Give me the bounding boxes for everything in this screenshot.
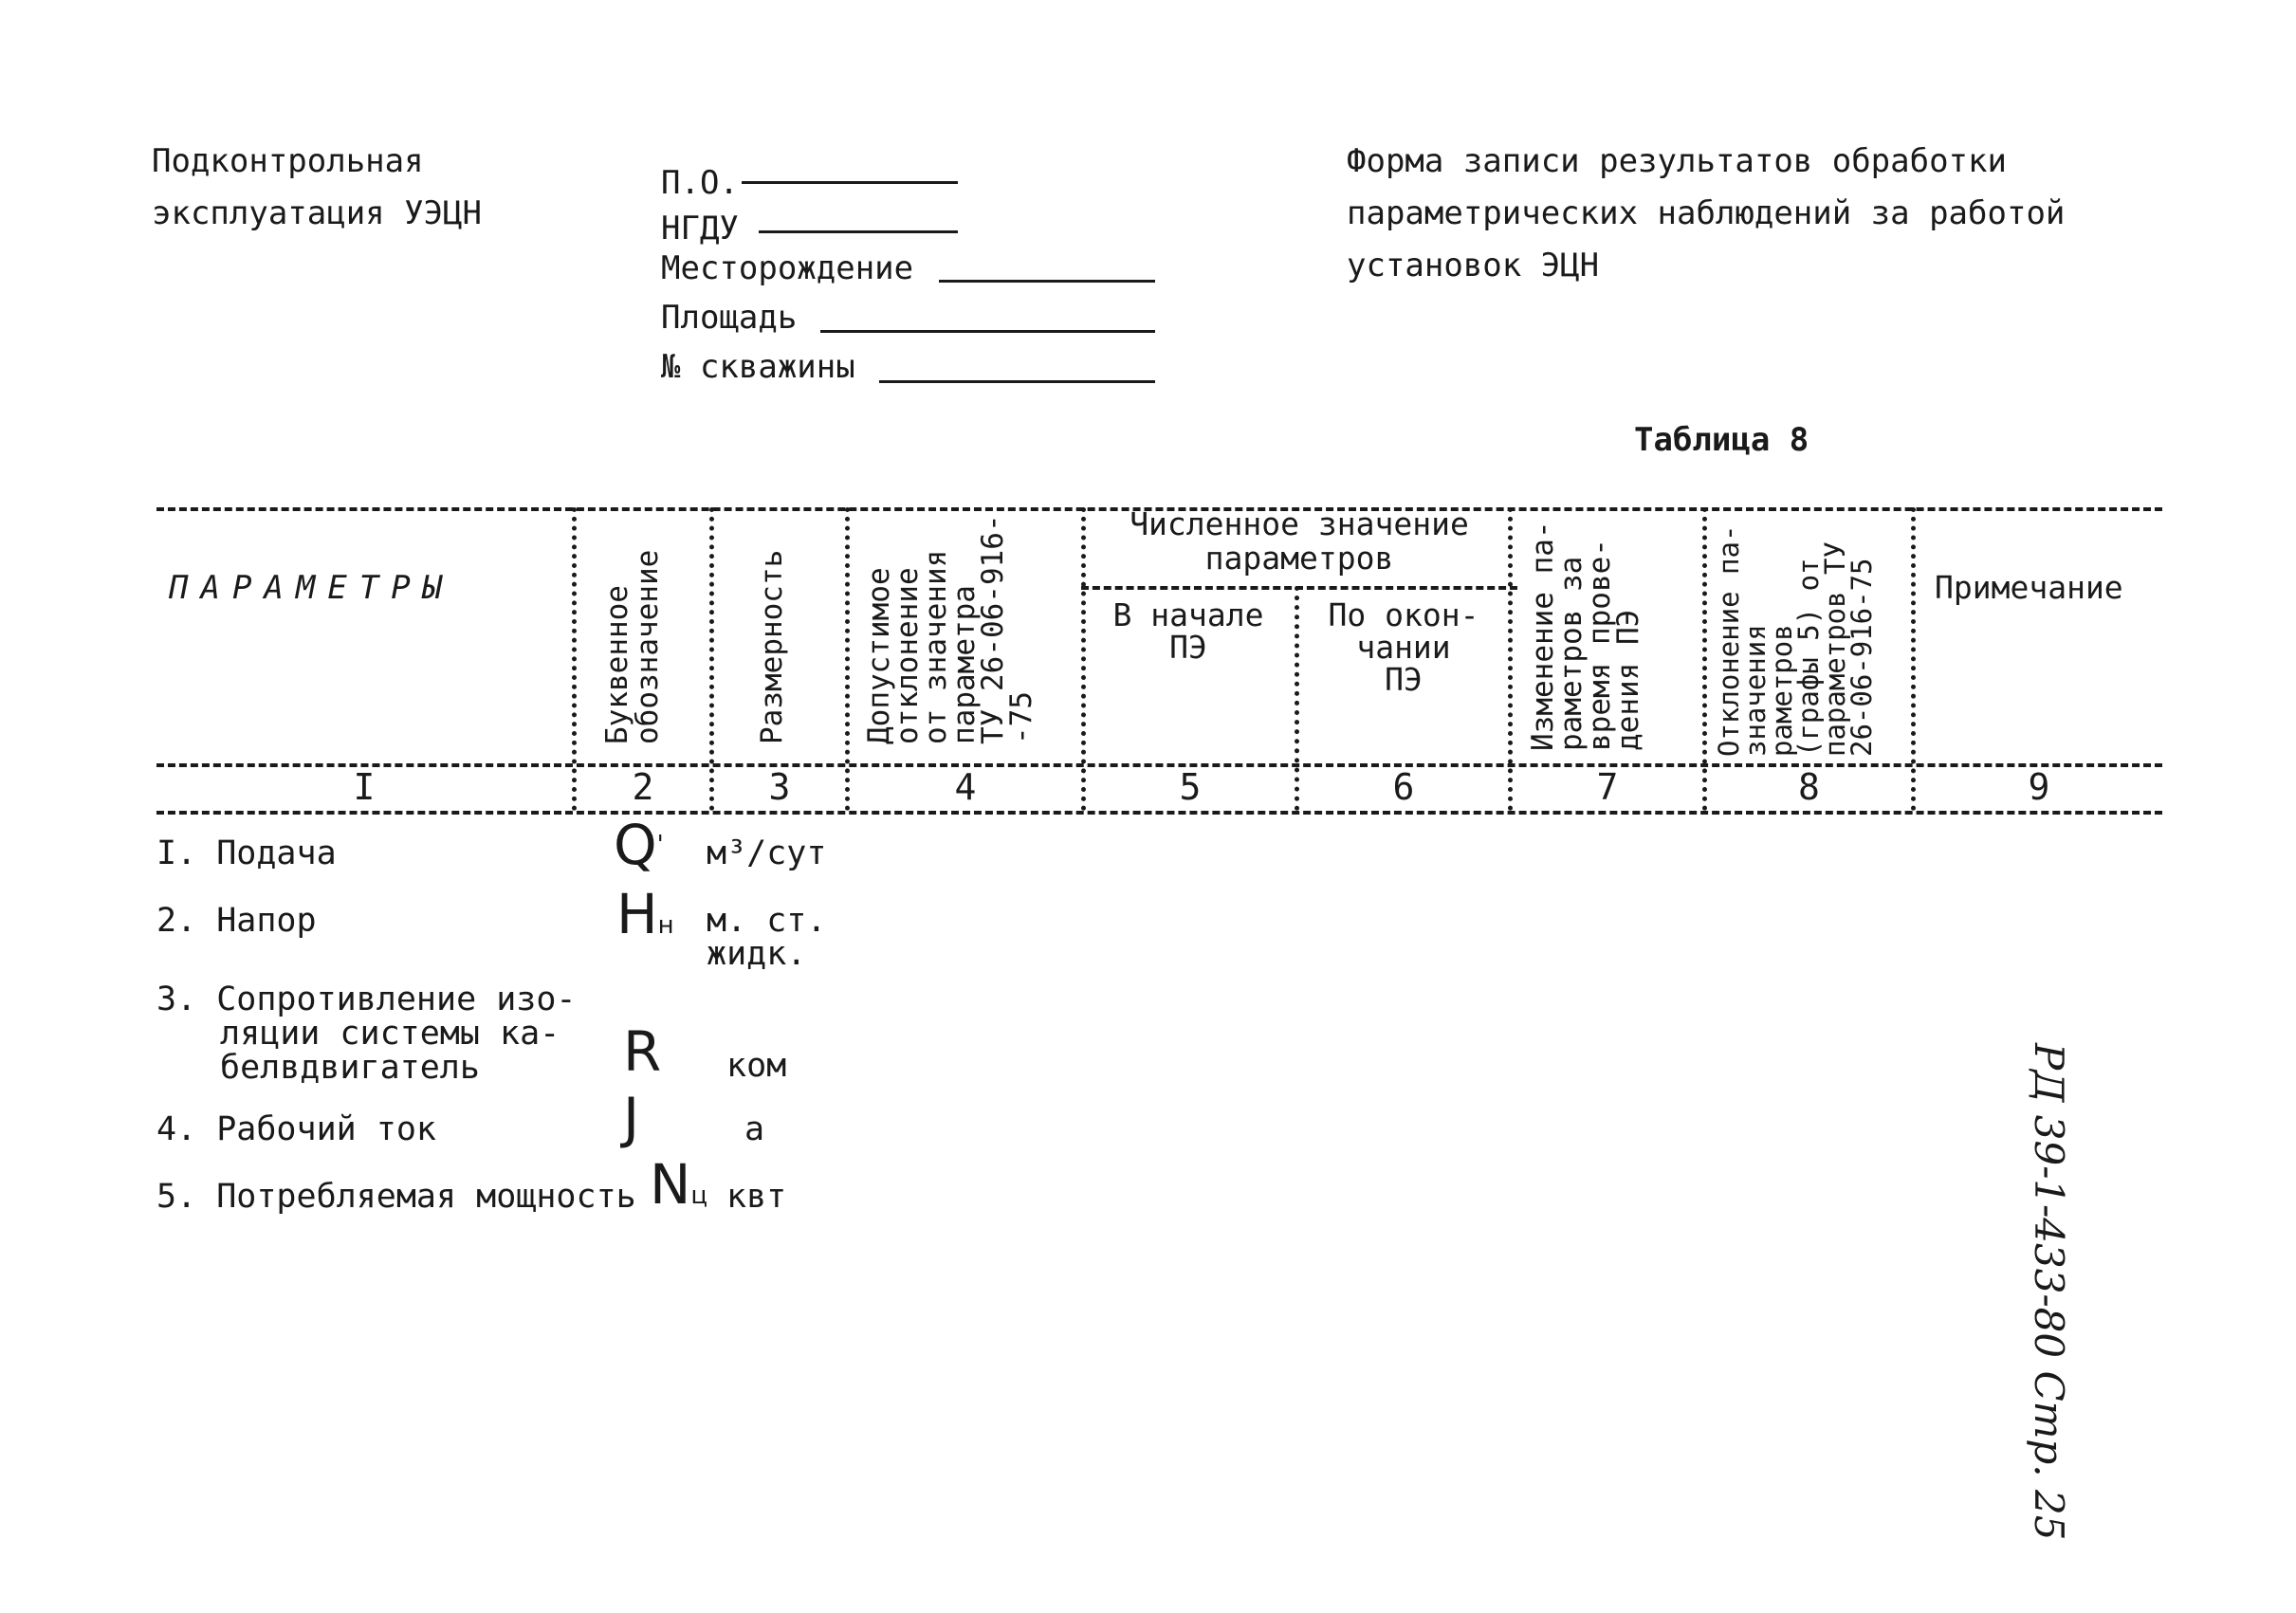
col-header-deviation-6: 26-06-916-75	[1846, 558, 1878, 757]
document-code-page: РД 39-1-433-80 Стр. 25	[2026, 1043, 2072, 1541]
field-ngdu-label: НГДУ	[661, 210, 739, 247]
row-1-name: I. Подача	[156, 834, 337, 872]
row-2-unit-1: м. ст.	[707, 902, 827, 940]
row-1-symbol-mark: '	[656, 831, 664, 859]
table-top-rule	[156, 507, 2162, 511]
row-4-name: 4. Рабочий ток	[156, 1110, 437, 1148]
row-3-name-1: 3. Сопротивление изо-	[156, 981, 577, 1018]
field-well-line	[879, 380, 1155, 383]
row-5-symbol-sub: ц	[690, 1182, 708, 1210]
row-2-symbol-sub: н	[657, 911, 674, 940]
form-title-line-3: установок ЭЦН	[1347, 247, 1600, 284]
col-divider-1	[572, 507, 577, 811]
col-header-start-line-1: В начале	[1112, 596, 1264, 633]
col-number-6: 6	[1392, 766, 1415, 808]
col-header-end-line-1: По окон-	[1328, 596, 1479, 633]
col-header-start-line-2: ПЭ	[1169, 629, 1207, 666]
row-2-symbol: Hн	[616, 887, 674, 953]
row-1-symbol: Q'	[614, 817, 664, 872]
row-5-name: 5. Потребляемая мощность	[156, 1178, 636, 1216]
field-deposit-label: Месторождение	[661, 249, 914, 287]
row-3-symbol: R	[623, 1019, 662, 1084]
table-title: Таблица 8	[1634, 421, 1809, 459]
field-well-label: № скважины	[661, 348, 855, 386]
col-divider-7	[1702, 507, 1707, 811]
col-header-group: Численное значение параметров	[1091, 507, 1508, 576]
col-header-parameters: ПАРАМЕТРЫ	[169, 569, 455, 607]
col-number-1: I	[353, 766, 376, 808]
row-2-symbol-letter: H	[616, 882, 658, 946]
header-bottom-rule	[156, 763, 2162, 767]
col-number-2: 2	[632, 766, 654, 808]
row-3-name-3: белвдвигатель	[220, 1049, 480, 1087]
col-divider-5	[1295, 586, 1299, 811]
row-4-symbol: J	[623, 1086, 640, 1150]
col-header-symbol-1: Буквенное	[600, 585, 634, 744]
row-1-unit: м³/сут	[707, 834, 827, 872]
row-5-symbol-letter: N	[650, 1152, 691, 1217]
col-number-5: 5	[1179, 766, 1202, 808]
field-area-line	[820, 330, 1155, 333]
col-divider-2	[709, 507, 714, 811]
field-po-label: П.О.	[661, 164, 739, 202]
col-header-symbol-2: обозначение	[631, 549, 665, 744]
col-divider-4	[1081, 507, 1086, 811]
field-po-line	[742, 181, 958, 184]
row-5-unit: квт	[726, 1178, 787, 1216]
col-header-group-line-1: Численное значение	[1130, 505, 1469, 542]
row-2-unit-2: жидк.	[707, 935, 807, 973]
col-number-3: 3	[768, 766, 791, 808]
form-title-line-1: Форма записи результатов обработки	[1347, 142, 2007, 180]
col-header-start: В начале ПЭ	[1089, 599, 1288, 664]
col-divider-3	[845, 507, 850, 811]
col-number-7: 7	[1596, 766, 1619, 808]
col-number-4: 4	[954, 766, 977, 808]
row-3-name-2: ляции системы ка-	[220, 1015, 560, 1053]
field-area-label: Площадь	[661, 299, 798, 337]
col-header-note: Примечание	[1935, 569, 2123, 606]
col-divider-8	[1911, 507, 1916, 811]
col-header-group-line-2: параметров	[1204, 540, 1394, 577]
form-title-line-2: параметрических наблюдений за работой	[1347, 194, 2066, 232]
row-3-unit: ком	[726, 1047, 787, 1085]
numbers-bottom-rule	[156, 811, 2162, 815]
field-deposit-line	[939, 280, 1155, 283]
row-4-unit: а	[744, 1110, 765, 1148]
col-header-dimension: Размерность	[755, 549, 789, 744]
col-header-change-4: дения ПЭ	[1611, 609, 1645, 751]
row-2-name: 2. Напор	[156, 902, 317, 940]
col-header-end: По окон- чании ПЭ	[1304, 599, 1503, 696]
col-number-9: 9	[2028, 766, 2050, 808]
col-header-end-line-3: ПЭ	[1385, 661, 1423, 698]
field-ngdu-line	[759, 230, 958, 233]
col-number-8: 8	[1798, 766, 1820, 808]
col-header-tolerance-6: -75	[1004, 691, 1038, 744]
row-1-symbol-letter: Q	[614, 813, 657, 877]
col-divider-6	[1508, 507, 1513, 811]
org-line-2: эксплуатация УЭЦН	[152, 194, 482, 232]
row-5-symbol: Nц	[650, 1157, 707, 1223]
org-line-1: Подконтрольная	[152, 142, 424, 180]
col-header-end-line-2: чании	[1356, 629, 1451, 666]
group-split-rule	[1081, 586, 1517, 590]
